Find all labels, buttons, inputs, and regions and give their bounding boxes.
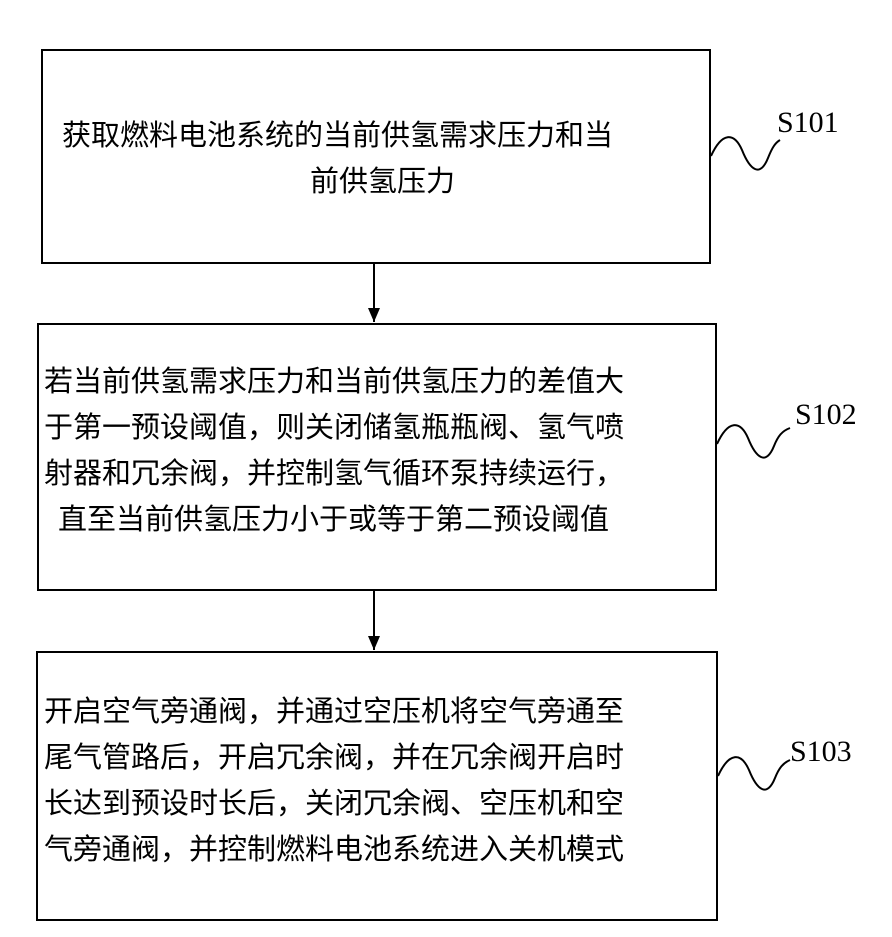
flow-arrow-2	[368, 591, 380, 650]
step-label-s101: S101	[777, 106, 839, 140]
leader-line-s101	[711, 137, 780, 169]
flow-arrow-1	[368, 264, 380, 322]
leader-line-s103	[718, 757, 790, 789]
step-label-s103: S103	[790, 735, 852, 769]
arrowhead-icon	[368, 636, 380, 650]
step-label-s102: S102	[795, 398, 857, 432]
arrowhead-icon	[368, 308, 380, 322]
leader-line-s102	[717, 425, 790, 457]
